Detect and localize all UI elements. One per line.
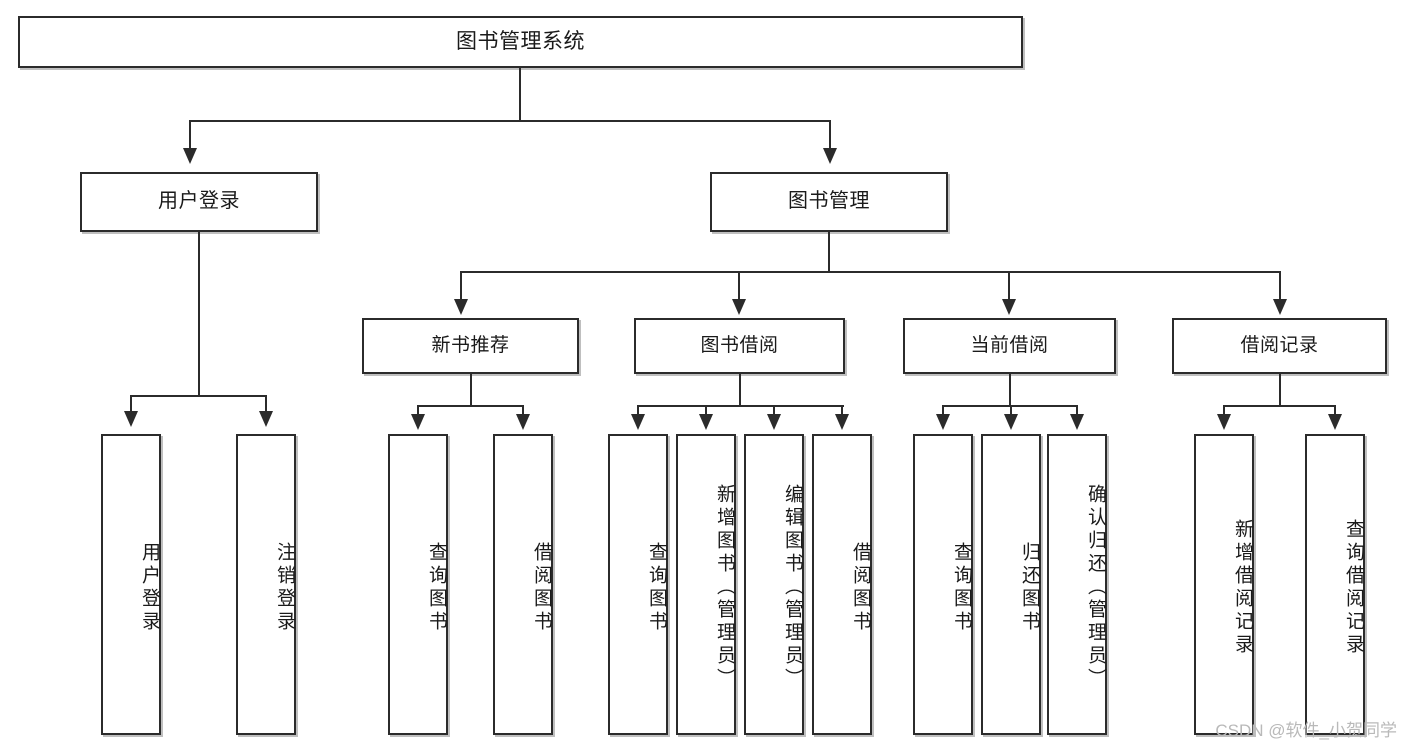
node-label: 确认归还（管理员）: [1085, 484, 1106, 691]
arrowhead-icon-level3-3: [1002, 299, 1016, 315]
edge-borrow-record-drop-2: [1334, 405, 1336, 416]
node-leaf-logout[interactable]: 注销登录: [236, 434, 296, 735]
node-label: 用户登录: [158, 190, 240, 213]
node-leaf-user-login[interactable]: 用户登录: [101, 434, 161, 735]
edge-borrow-record-drop-1: [1223, 405, 1225, 416]
node-label: 当前借阅: [970, 334, 1049, 356]
node-leaf-return-books[interactable]: 归还图书: [981, 434, 1041, 735]
node-label: 借阅记录: [1240, 334, 1319, 356]
edge-book-borrow-drop-4: [841, 405, 843, 416]
edge-current-borrow-drop-3: [1076, 405, 1078, 416]
node-label: 新书推荐: [431, 334, 510, 356]
node-label: 归还图书: [1019, 541, 1040, 634]
edge-new-book-drop-1: [417, 405, 419, 416]
node-leaf-add-book-admin[interactable]: 新增图书（管理员）: [676, 434, 736, 735]
edge-current-borrow-drop-1: [942, 405, 944, 416]
edge-current-borrow-drop-2: [1010, 405, 1012, 416]
node-label: 查询图书: [951, 541, 972, 634]
edge-new-book-stem: [470, 374, 472, 406]
node-label: 查询图书: [646, 541, 667, 634]
edge-level3-drop-4: [1279, 271, 1281, 301]
arrowhead-icon-root-2: [823, 148, 837, 164]
edge-root-bus: [190, 120, 831, 122]
node-label: 借阅图书: [531, 541, 552, 634]
edge-book-borrow-drop-1: [637, 405, 639, 416]
node-leaf-edit-book-admin[interactable]: 编辑图书（管理员）: [744, 434, 804, 735]
node-borrow-records[interactable]: 借阅记录: [1172, 318, 1387, 374]
arrowhead-icon-user-login-2: [259, 411, 273, 427]
arrowhead-icon-new-book-1: [411, 414, 425, 430]
node-label: 注销登录: [274, 541, 295, 634]
node-leaf-query-books-borrow[interactable]: 查询图书: [608, 434, 668, 735]
node-leaf-query-borrow-record[interactable]: 查询借阅记录: [1305, 434, 1365, 735]
arrowhead-icon-book-borrow-4: [835, 414, 849, 430]
node-label: 新增图书（管理员）: [714, 484, 735, 691]
node-label: 新增借阅记录: [1232, 518, 1253, 657]
node-label: 查询图书: [426, 541, 447, 634]
arrowhead-icon-current-borrow-1: [936, 414, 950, 430]
arrowhead-icon-book-borrow-1: [631, 414, 645, 430]
node-leaf-borrow-books[interactable]: 借阅图书: [812, 434, 872, 735]
edge-user-login-bus: [131, 395, 266, 397]
edge-book-borrow-drop-2: [705, 405, 707, 416]
arrowhead-icon-root-1: [183, 148, 197, 164]
node-label: 借阅图书: [850, 541, 871, 634]
edge-book-borrow-bus: [638, 405, 844, 407]
arrowhead-icon-level3-2: [732, 299, 746, 315]
edge-level3-drop-3: [1008, 271, 1010, 301]
arrowhead-icon-borrow-record-2: [1328, 414, 1342, 430]
node-label: 图书借阅: [700, 334, 779, 356]
edge-book-management-bus: [461, 271, 1281, 273]
edge-book-management-stem: [828, 232, 830, 272]
edge-new-book-drop-2: [522, 405, 524, 416]
edge-user-login-drop-2: [265, 395, 267, 413]
node-label: 查询借阅记录: [1343, 518, 1364, 657]
node-label: 图书管理系统: [456, 29, 585, 53]
edge-user-login-drop-1: [130, 395, 132, 413]
node-label: 图书管理: [788, 190, 870, 213]
edge-new-book-bus: [418, 405, 523, 407]
node-leaf-query-books-current[interactable]: 查询图书: [913, 434, 973, 735]
edge-root-stem: [519, 68, 521, 120]
node-leaf-add-borrow-record[interactable]: 新增借阅记录: [1194, 434, 1254, 735]
node-label: 编辑图书（管理员）: [782, 484, 803, 691]
node-user-login[interactable]: 用户登录: [80, 172, 318, 232]
node-label: 用户登录: [139, 541, 160, 634]
edge-borrow-record-stem: [1279, 374, 1281, 406]
edge-user-login-stem: [198, 232, 200, 396]
watermark-text: CSDN @软件_小贺同学: [1215, 721, 1397, 740]
node-book-management[interactable]: 图书管理: [710, 172, 948, 232]
node-leaf-query-books-newbook[interactable]: 查询图书: [388, 434, 448, 735]
arrowhead-icon-level3-1: [454, 299, 468, 315]
edge-current-borrow-stem: [1009, 374, 1011, 406]
edge-book-borrow-drop-3: [773, 405, 775, 416]
arrowhead-icon-user-login-1: [124, 411, 138, 427]
arrowhead-icon-new-book-2: [516, 414, 530, 430]
node-leaf-confirm-return-admin[interactable]: 确认归还（管理员）: [1047, 434, 1107, 735]
edge-level3-drop-1: [460, 271, 462, 301]
edge-root-drop-1: [189, 120, 191, 150]
edge-level3-drop-2: [738, 271, 740, 301]
edge-book-borrow-stem: [739, 374, 741, 406]
arrowhead-icon-level3-4: [1273, 299, 1287, 315]
arrowhead-icon-borrow-record-1: [1217, 414, 1231, 430]
node-root-book-management-system[interactable]: 图书管理系统: [18, 16, 1023, 68]
edge-root-drop-2: [829, 120, 831, 150]
node-new-book-recommendation[interactable]: 新书推荐: [362, 318, 579, 374]
arrowhead-icon-current-borrow-2: [1004, 414, 1018, 430]
node-book-borrowing[interactable]: 图书借阅: [634, 318, 845, 374]
arrowhead-icon-book-borrow-2: [699, 414, 713, 430]
arrowhead-icon-book-borrow-3: [767, 414, 781, 430]
arrowhead-icon-current-borrow-3: [1070, 414, 1084, 430]
node-leaf-borrow-books-newbook[interactable]: 借阅图书: [493, 434, 553, 735]
node-current-borrowing[interactable]: 当前借阅: [903, 318, 1116, 374]
edge-borrow-record-bus: [1224, 405, 1335, 407]
